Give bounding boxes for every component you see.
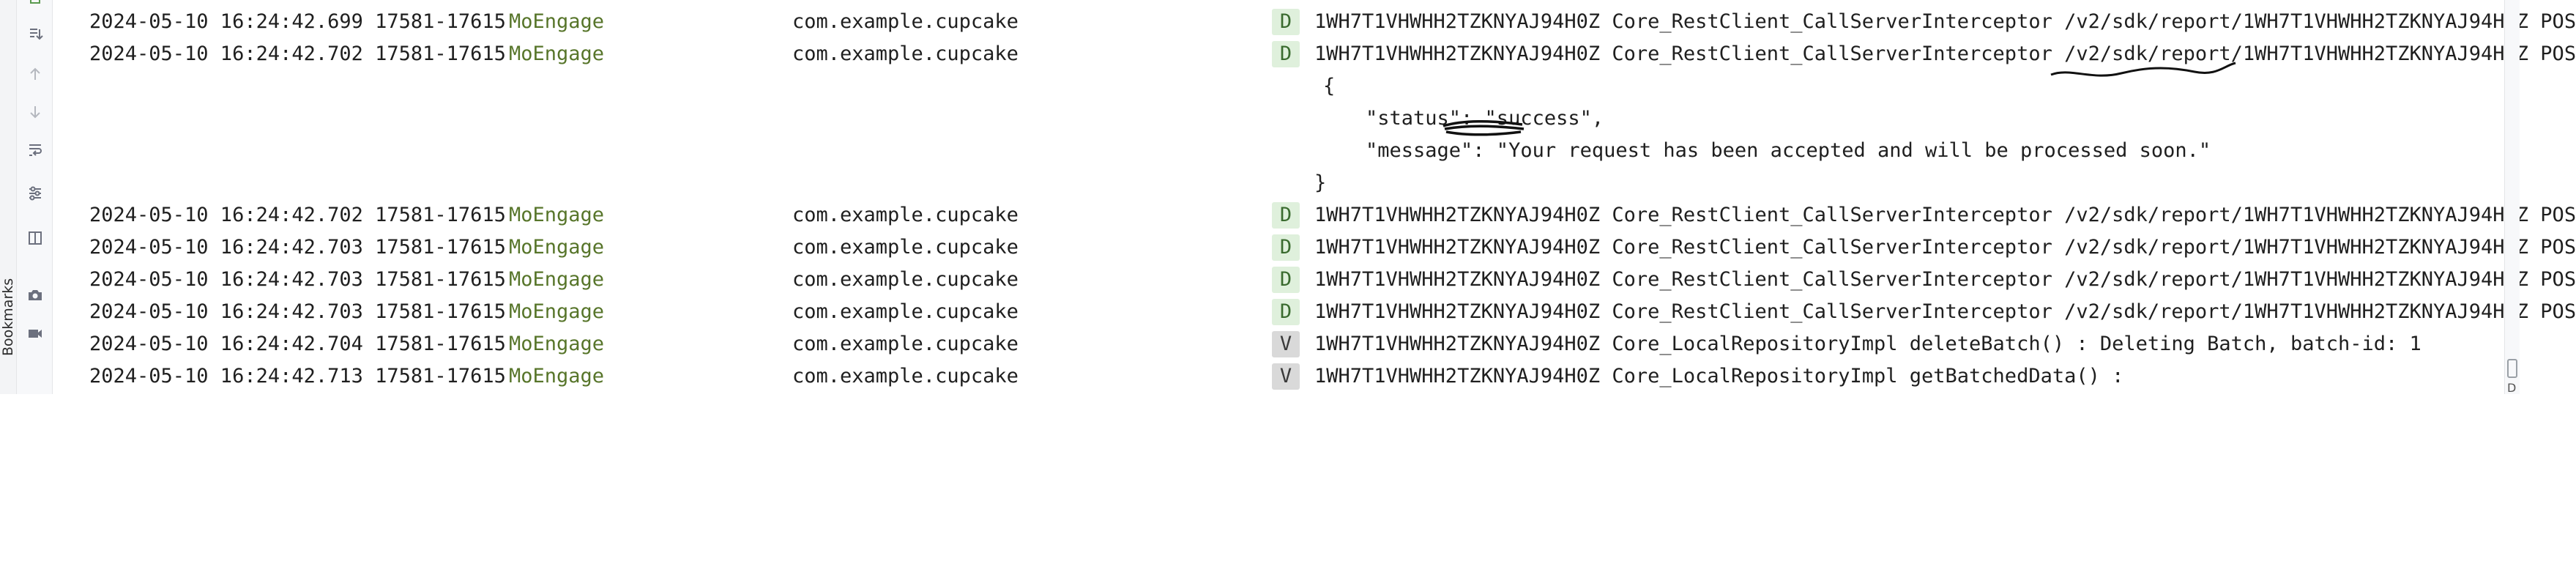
split-view-icon[interactable] bbox=[27, 230, 43, 246]
log-message: 1WH7T1VHWHH2TZKNYAJ94H0Z Core_RestClient… bbox=[1314, 10, 2576, 33]
panel-handle-icon[interactable] bbox=[2507, 359, 2517, 378]
log-level-badge: V bbox=[1272, 363, 1300, 390]
log-timestamp: 2024-05-10 16:24:42.702 17581-17615 bbox=[89, 204, 506, 226]
right-tool-strip bbox=[2504, 0, 2520, 394]
log-level-badge: D bbox=[1272, 299, 1300, 325]
log-package: com.example.cupcake bbox=[792, 204, 1019, 226]
log-row: 2024-05-10 16:24:42.702 17581-17615 MoEn… bbox=[53, 38, 2576, 70]
log-level-badge: D bbox=[1272, 267, 1300, 293]
log-level-badge: D bbox=[1272, 9, 1300, 35]
log-tag: MoEngage bbox=[509, 333, 605, 355]
log-level-badge: D bbox=[1272, 234, 1300, 261]
log-tag: MoEngage bbox=[509, 236, 605, 259]
right-strip-label: D bbox=[2507, 381, 2517, 395]
log-timestamp: 2024-05-10 16:24:42.703 17581-17615 bbox=[89, 268, 506, 291]
log-package: com.example.cupcake bbox=[792, 365, 1019, 387]
log-message: 1WH7T1VHWHH2TZKNYAJ94H0Z Core_RestClient… bbox=[1314, 42, 2576, 65]
log-tag: MoEngage bbox=[509, 268, 605, 291]
log-message: 1WH7T1VHWHH2TZKNYAJ94H0Z Core_LocalRepos… bbox=[1314, 365, 2124, 387]
video-icon[interactable] bbox=[27, 325, 43, 341]
log-package: com.example.cupcake bbox=[792, 300, 1019, 323]
log-timestamp: 2024-05-10 16:24:42.713 17581-17615 bbox=[89, 365, 506, 387]
log-package: com.example.cupcake bbox=[792, 42, 1019, 65]
bookmarks-tab[interactable]: Bookmarks bbox=[0, 278, 16, 357]
log-message: 1WH7T1VHWHH2TZKNYAJ94H0Z Core_RestClient… bbox=[1314, 204, 2576, 226]
soft-wrap-icon[interactable] bbox=[27, 141, 43, 157]
log-package: com.example.cupcake bbox=[792, 333, 1019, 355]
json-close-brace: } bbox=[1314, 171, 1327, 194]
filter-settings-icon[interactable] bbox=[27, 185, 43, 201]
log-package: com.example.cupcake bbox=[792, 268, 1019, 291]
log-row: 2024-05-10 16:24:42.703 17581-17615 MoEn… bbox=[53, 296, 2576, 328]
json-status-line: "status": "success", bbox=[1366, 107, 1604, 130]
log-message: 1WH7T1VHWHH2TZKNYAJ94H0Z Core_RestClient… bbox=[1314, 236, 2576, 259]
log-tag: MoEngage bbox=[509, 10, 605, 33]
log-row: 2024-05-10 16:24:42.703 17581-17615 MoEn… bbox=[53, 264, 2576, 296]
log-message: 1WH7T1VHWHH2TZKNYAJ94H0Z Core_RestClient… bbox=[1314, 300, 2576, 323]
clear-logcat-icon[interactable] bbox=[27, 0, 43, 7]
json-message-line: "message": "Your request has been accept… bbox=[1366, 139, 2211, 162]
log-message: 1WH7T1VHWHH2TZKNYAJ94H0Z Core_RestClient… bbox=[1314, 268, 2576, 291]
scroll-to-end-icon[interactable] bbox=[27, 26, 43, 42]
log-row: 2024-05-10 16:24:42.702 17581-17615 MoEn… bbox=[53, 199, 2576, 231]
log-level-badge: D bbox=[1272, 202, 1300, 229]
log-row: 2024-05-10 16:24:42.699 17581-17615 MoEn… bbox=[53, 6, 2576, 38]
log-package: com.example.cupcake bbox=[792, 10, 1019, 33]
log-message: 1WH7T1VHWHH2TZKNYAJ94H0Z Core_LocalRepos… bbox=[1314, 333, 2421, 355]
log-tag: MoEngage bbox=[509, 42, 605, 65]
logcat-toolbar bbox=[17, 0, 53, 394]
logcat-output[interactable]: 2024-05-10 16:24:42.699 17581-17615 MoEn… bbox=[53, 0, 2576, 394]
up-arrow-icon[interactable] bbox=[27, 66, 43, 82]
log-timestamp: 2024-05-10 16:24:42.703 17581-17615 bbox=[89, 300, 506, 323]
log-timestamp: 2024-05-10 16:24:42.699 17581-17615 bbox=[89, 10, 506, 33]
down-arrow-icon[interactable] bbox=[27, 104, 43, 120]
log-timestamp: 2024-05-10 16:24:42.704 17581-17615 bbox=[89, 333, 506, 355]
log-tag: MoEngage bbox=[509, 300, 605, 323]
log-row: 2024-05-10 16:24:42.713 17581-17615 MoEn… bbox=[53, 360, 2504, 393]
log-level-badge: V bbox=[1272, 331, 1300, 357]
json-open-brace: { bbox=[1323, 75, 1336, 97]
log-timestamp: 2024-05-10 16:24:42.703 17581-17615 bbox=[89, 236, 506, 259]
log-tag: MoEngage bbox=[509, 204, 605, 226]
log-row: 2024-05-10 16:24:42.704 17581-17615 MoEn… bbox=[53, 328, 2504, 360]
log-tag: MoEngage bbox=[509, 365, 605, 387]
log-timestamp: 2024-05-10 16:24:42.702 17581-17615 bbox=[89, 42, 506, 65]
left-tool-strip bbox=[0, 0, 17, 394]
camera-icon[interactable] bbox=[27, 287, 43, 303]
log-package: com.example.cupcake bbox=[792, 236, 1019, 259]
log-row: 2024-05-10 16:24:42.703 17581-17615 MoEn… bbox=[53, 231, 2576, 264]
log-level-badge: D bbox=[1272, 41, 1300, 67]
